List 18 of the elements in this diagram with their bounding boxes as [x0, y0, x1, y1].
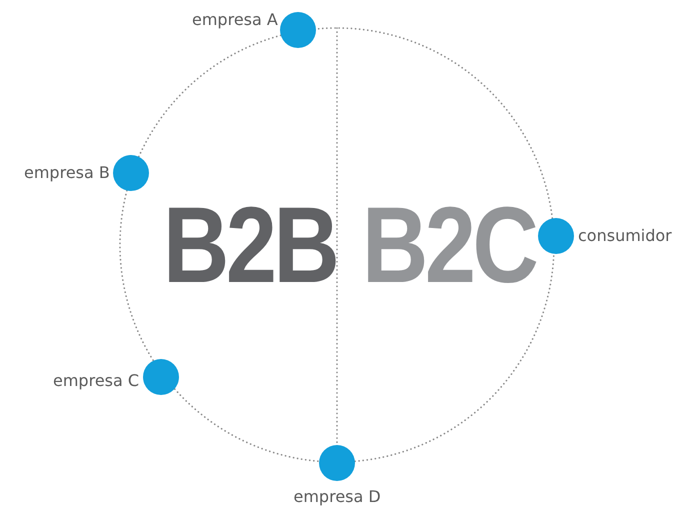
node-label: empresa B — [24, 163, 110, 183]
big-heading: B2B — [163, 191, 336, 299]
node-dot — [143, 359, 179, 395]
node-dot — [538, 218, 574, 254]
big-heading: B2C — [362, 191, 536, 299]
node-label: empresa C — [53, 371, 140, 391]
node-label: consumidor — [578, 226, 672, 246]
dotted-arc — [315, 27, 554, 219]
dotted-line — [336, 27, 338, 446]
dotted-arc — [119, 190, 154, 362]
node-label: empresa D — [294, 487, 381, 507]
node-label: empresa A — [192, 10, 278, 30]
node-dot — [113, 155, 149, 191]
node-dot — [319, 445, 355, 481]
dotted-arc — [174, 388, 320, 462]
node-dot — [280, 12, 316, 48]
dotted-arc — [138, 34, 282, 158]
dotted-arc — [354, 253, 555, 462]
